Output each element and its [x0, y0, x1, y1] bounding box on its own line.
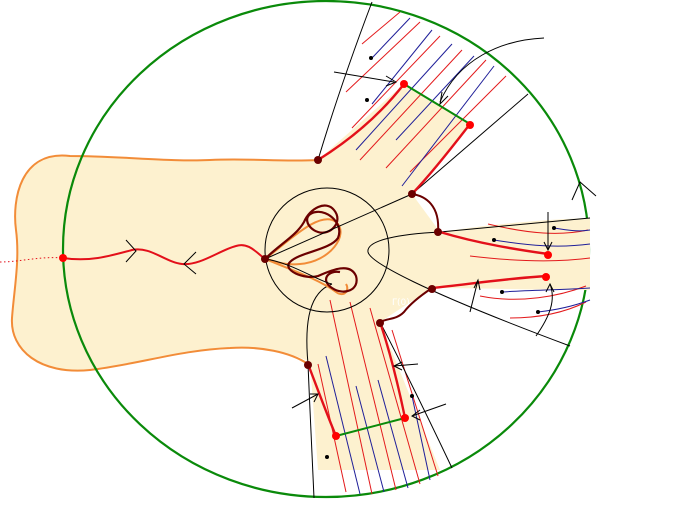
region-fill-left	[11, 84, 548, 470]
upper-petal-red-line	[361, 11, 401, 45]
core-orange-loop	[264, 258, 349, 296]
left-red-point	[59, 254, 67, 262]
lower-petal-green-segment	[335, 417, 406, 437]
right-petal-red-point	[544, 251, 552, 259]
upper-petal-red-line	[385, 59, 487, 169]
junction-point	[434, 228, 442, 236]
right-petal-red-line	[509, 301, 587, 319]
upper-petal-blue-line	[371, 29, 433, 105]
upper-petal-red-edge	[317, 83, 405, 162]
right-petal-black-dot	[552, 226, 556, 230]
lower-petal-red-line	[349, 301, 397, 491]
upper-petal-blue-line	[395, 55, 475, 141]
right-petal-black-dot	[536, 310, 540, 314]
right-petal-red-line	[469, 255, 591, 262]
junction-point	[376, 319, 384, 327]
upper-petal-blue-line	[401, 65, 495, 187]
junction-point	[314, 156, 322, 164]
upper-petal-red-point	[466, 121, 474, 129]
lower-petal-blue-line	[411, 395, 431, 481]
upper-petal-red-line	[345, 21, 421, 93]
right-petal-arrow-curve	[535, 283, 553, 337]
lower-petal-black-boundary	[306, 283, 333, 365]
upper-petal-arrow-line	[333, 71, 395, 83]
arrow-left	[183, 251, 197, 275]
lower-petal-red-point	[401, 414, 409, 422]
right-petal-red-line	[487, 223, 589, 234]
dark-red-tangle	[264, 204, 358, 293]
upper-petal-arrow-head	[439, 91, 449, 106]
lower-petal-arrow-head	[392, 361, 403, 371]
lower-petal-black-boundary	[379, 321, 453, 469]
junction-point	[304, 361, 312, 369]
upper-petal	[317, 1, 545, 195]
right-petal-fill	[367, 218, 590, 290]
lower-petal	[291, 283, 453, 499]
upper-petal-black-dot	[365, 98, 369, 102]
arrow-right	[125, 239, 137, 263]
right-petal-blue-line	[553, 227, 591, 232]
faint-label: Γ(0)	[392, 298, 410, 308]
upper-petal-red-point	[400, 80, 408, 88]
upper-petal-red-line	[359, 49, 463, 161]
lower-petal-red-edge	[378, 321, 407, 419]
lower-petal-red-line	[391, 329, 439, 477]
right-petal-arrow-head	[473, 278, 481, 291]
lower-petal-black-boundary	[307, 363, 315, 499]
upper-petal-red-line	[409, 75, 507, 173]
upper-petal-arrow-head	[385, 75, 398, 87]
lower-petal-black-dot	[410, 394, 414, 398]
upper-petal-blue-line	[355, 43, 453, 151]
lower-petal-red-line	[369, 307, 421, 485]
core-center-point	[261, 255, 269, 263]
junction-point	[408, 190, 416, 198]
right-petal-black-boundary	[439, 217, 591, 233]
region-outline	[10, 154, 319, 372]
central-circle	[264, 187, 390, 313]
junction-point	[428, 285, 436, 293]
upper-petal-red-edge	[411, 123, 471, 195]
dotted-left-extension	[0, 257, 64, 263]
upper-petal-green-segment	[403, 83, 471, 125]
right-petal-blue-line	[537, 299, 591, 313]
filled-region	[11, 84, 548, 470]
right-petal-red-edge	[439, 230, 549, 256]
lower-petal-blue-line	[377, 379, 409, 489]
core-black-line	[264, 258, 333, 285]
right-petal-black-dot	[492, 238, 496, 242]
right-petal-arrow-line	[469, 279, 479, 313]
central-core	[261, 156, 442, 369]
right-petal-red-point	[542, 273, 550, 281]
lower-petal-red-point	[332, 432, 340, 440]
lower-petal-arrow-head	[411, 409, 421, 421]
lower-petal-red-line	[329, 299, 373, 495]
lower-petal-arrow-line	[411, 403, 447, 417]
right-petal-red-edge	[431, 274, 549, 290]
main-red-line	[62, 244, 266, 266]
lower-petal-black-dot	[325, 455, 329, 459]
right-petal-blue-line	[493, 239, 591, 247]
core-black-line	[264, 193, 413, 260]
red-line-with-arrows	[0, 239, 266, 275]
right-petal-black-dot	[500, 290, 504, 294]
upper-petal-blue-line	[371, 17, 411, 59]
lower-petal-blue-line	[325, 355, 361, 495]
right-petal-black-boundary	[367, 231, 571, 347]
lower-petal-red-edge	[306, 363, 338, 437]
lower-petal-arrow-head	[310, 393, 319, 403]
lower-petal-blue-line	[355, 385, 385, 493]
right-petal-arrow-head	[545, 282, 555, 293]
upper-petal-black-dot	[369, 56, 373, 60]
dark-red-connector	[379, 287, 433, 323]
right-petal-arrow-head	[543, 241, 553, 252]
upper-petal-arrow-curve	[439, 37, 545, 103]
upper-petal-black-boundary	[411, 93, 529, 195]
upper-petal-black-boundary	[317, 1, 373, 161]
lower-petal-arrow-line	[291, 393, 319, 409]
lower-petal-arrow-line	[393, 363, 419, 367]
boundary-arrow-right	[571, 181, 597, 201]
right-petal	[367, 212, 591, 347]
